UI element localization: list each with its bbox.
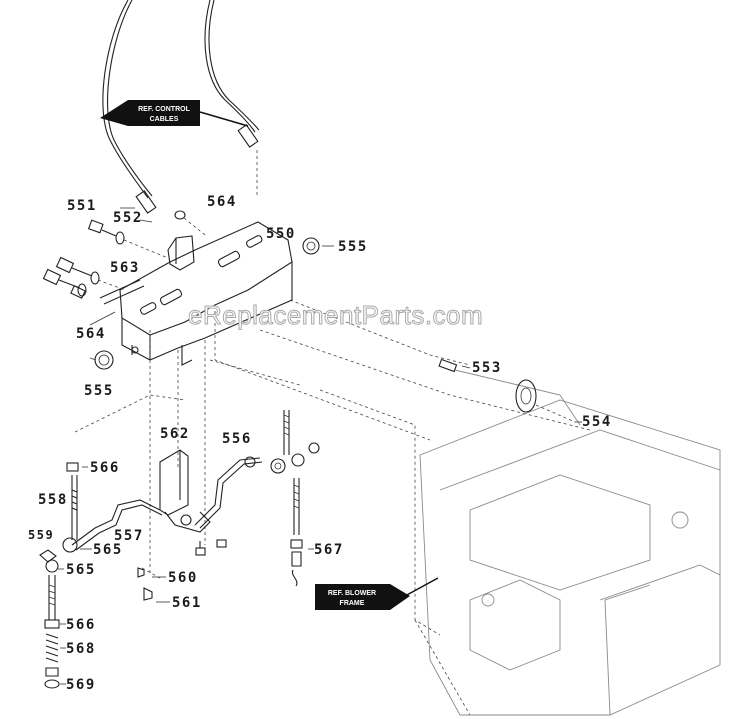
bolts-563 [42, 256, 126, 299]
nut-566-top [66, 462, 79, 472]
label-560: 560 [168, 570, 198, 586]
label-564-top: 564 [207, 194, 237, 210]
nut-564-top [174, 210, 206, 236]
linkage-rod-556 [194, 442, 320, 529]
washer-555-right [302, 237, 320, 255]
control-cables-callout: REF. CONTROL CABLES [100, 100, 249, 127]
label-558: 558 [38, 492, 68, 508]
label-552: 552 [113, 210, 143, 226]
label-550: 550 [266, 226, 296, 242]
control-cables-callout-line1: REF. CONTROL [138, 106, 190, 113]
blower-frame-callout-line1: REF. BLOWER [328, 590, 376, 597]
control-cables-callout-line2: CABLES [150, 116, 179, 123]
label-565-b: 565 [66, 562, 96, 578]
left-lower-assembly [39, 549, 60, 689]
label-562: 562 [160, 426, 190, 442]
label-564-left: 564 [76, 326, 106, 342]
label-568: 568 [66, 641, 96, 657]
frame-outlines [74, 299, 591, 716]
washer-555-left [94, 350, 114, 370]
label-556: 556 [222, 431, 252, 447]
blower-frame-callout-line2: FRAME [340, 600, 365, 607]
label-561: 561 [172, 595, 202, 611]
label-563: 563 [110, 260, 140, 276]
bracket-562 [159, 449, 211, 533]
label-555-left: 555 [84, 383, 114, 399]
blower-frame-callout: REF. BLOWER FRAME [315, 577, 439, 610]
rod-567 [283, 410, 303, 587]
linkage-rod-557 [62, 499, 163, 553]
label-555-right: 555 [338, 239, 368, 255]
label-554: 554 [582, 414, 612, 430]
fasteners-560-561 [137, 539, 227, 601]
leader-lines [58, 207, 582, 685]
label-559: 559 [28, 528, 54, 542]
watermark-text: eReplacementParts.com [188, 300, 483, 330]
label-551: 551 [67, 198, 97, 214]
blower-frame [419, 358, 721, 716]
label-565-a: 565 [93, 542, 123, 558]
part-labels: 550 551 552 553 554 555 555 556 557 558 … [28, 194, 612, 693]
label-569: 569 [66, 677, 96, 693]
label-567: 567 [314, 542, 344, 558]
rod-558 [71, 475, 78, 540]
label-557: 557 [114, 528, 144, 544]
control-cables [102, 0, 260, 214]
bolt-551 [87, 219, 169, 259]
label-566-bottom: 566 [66, 617, 96, 633]
control-bracket-assembly [99, 221, 293, 366]
label-553: 553 [472, 360, 502, 376]
label-566-top: 566 [90, 460, 120, 476]
